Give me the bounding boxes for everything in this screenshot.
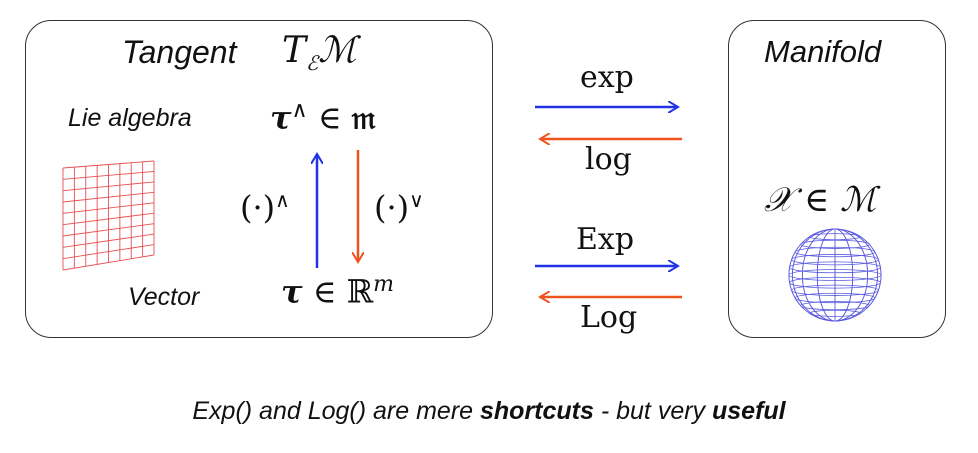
vector-label: Vector: [128, 283, 200, 311]
vector-expr: τ ∈ ℝm: [281, 272, 394, 311]
vee-operator: (·)∨: [374, 188, 424, 227]
vee-op-sup: ∨: [409, 188, 424, 212]
tangent-space-expr: Tℰℳ: [282, 30, 357, 75]
in-symbol: ∈: [317, 98, 342, 137]
caption: Exp() and Log() are mere shortcuts - but…: [0, 397, 978, 426]
manifold-title: Manifold: [764, 34, 882, 69]
hat-operator: (·)∧: [240, 188, 290, 227]
caption-bold-useful: useful: [712, 397, 786, 425]
in-symbol: ∈: [312, 272, 337, 311]
real-set: ℝ: [346, 272, 374, 311]
tangent-title: Tangent: [122, 34, 237, 70]
lie-algebra-set: 𝔪: [351, 98, 376, 137]
tau-symbol: τ: [281, 272, 303, 311]
in-symbol: ∈: [804, 180, 830, 220]
manifold-box: [728, 20, 946, 338]
hat-op-base: (·): [240, 188, 276, 227]
sphere-wireframe-icon: [788, 228, 882, 322]
hat-symbol: ∧: [291, 98, 308, 123]
manifold-set: ℳ: [840, 180, 877, 220]
tangent-plane-grid-icon: [62, 160, 155, 271]
tangent-M: ℳ: [318, 30, 357, 71]
caption-text-1: Exp() and Log() are mere: [192, 397, 480, 425]
hat-op-sup: ∧: [275, 188, 290, 212]
dimension-m: m: [373, 272, 395, 297]
tau-symbol: τ: [270, 98, 292, 137]
manifold-element-expr: 𝒳 ∈ ℳ: [764, 180, 876, 220]
Exp-label: Exp: [576, 222, 635, 257]
caption-bold-shortcuts: shortcuts: [480, 397, 594, 425]
log-label: log: [585, 142, 632, 177]
lie-algebra-expr: τ∧ ∈ 𝔪: [270, 98, 376, 138]
X-symbol: 𝒳: [764, 180, 794, 220]
caption-text-2: - but very: [593, 397, 712, 425]
lie-algebra-label: Lie algebra: [68, 104, 192, 132]
Log-label: Log: [580, 300, 638, 335]
tangent-sub: ℰ: [306, 51, 319, 76]
tangent-T: T: [282, 30, 307, 71]
exp-label: exp: [580, 60, 634, 95]
vee-op-base: (·): [374, 188, 410, 227]
tangent-box: [25, 20, 493, 338]
